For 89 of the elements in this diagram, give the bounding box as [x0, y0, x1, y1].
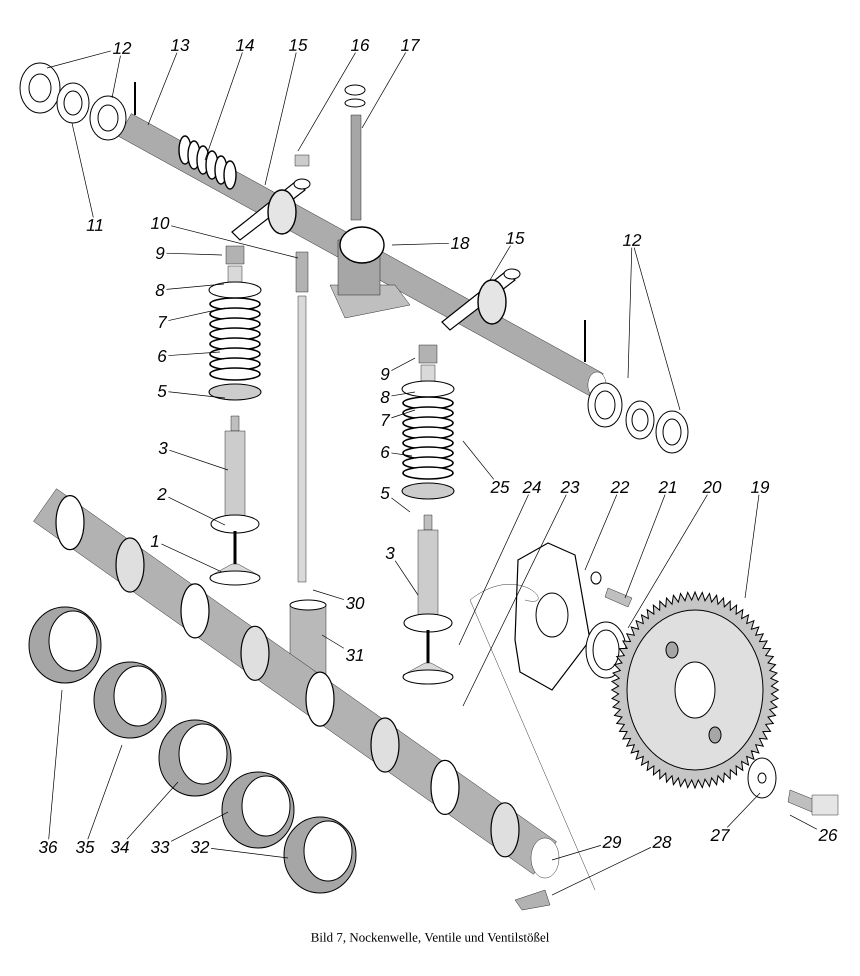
callout-number: 21: [658, 481, 676, 493]
leader-line: [391, 452, 412, 456]
leader-line: [362, 52, 406, 128]
callout-number: 29: [602, 836, 622, 848]
leader-line: [168, 391, 226, 398]
leader-line: [126, 782, 178, 840]
leader-line: [628, 247, 632, 378]
callout-number: 11: [86, 219, 102, 231]
callout-number: 17: [401, 39, 420, 51]
leader-line: [394, 560, 418, 596]
callout-number: 9: [156, 246, 164, 260]
callout-number: 23: [560, 480, 580, 494]
callout-number: 31: [346, 648, 364, 662]
leader-line: [552, 847, 652, 896]
leader-line: [87, 744, 122, 840]
callout-number: 36: [38, 840, 58, 854]
leader-line: [264, 52, 297, 186]
caption: Bild 7, Nockenwelle, Ventile und Ventilstößel: [311, 932, 550, 944]
callout-number: 34: [110, 840, 129, 854]
leader-line: [161, 544, 222, 572]
callout-number: 1: [150, 535, 158, 547]
callout-number: 7: [159, 316, 168, 328]
callout-number: 12: [112, 42, 132, 54]
callout-number: 9: [380, 368, 390, 380]
callout-number: 22: [610, 481, 630, 493]
leader-line: [298, 52, 356, 152]
leader-line: [166, 284, 224, 290]
leader-line: [312, 590, 344, 600]
callout-number: 6: [381, 446, 390, 458]
callout-number: 24: [522, 481, 541, 493]
callout-number: 13: [170, 38, 190, 52]
leader-line: [112, 55, 121, 98]
callout-number: 14: [236, 39, 254, 51]
callout-number: 3: [386, 546, 395, 560]
callout-number: 8: [380, 391, 390, 404]
callout-number: 12: [623, 234, 642, 246]
callout-number: 28: [652, 836, 672, 848]
callout-number: 16: [351, 38, 370, 52]
leader-line: [490, 245, 511, 280]
leader-line: [168, 308, 226, 321]
leader-line: [462, 494, 567, 706]
leader-line: [46, 50, 112, 68]
callout-number: 30: [346, 596, 364, 610]
leader-line: [726, 792, 760, 828]
leader-line: [391, 410, 416, 418]
callout-number: 5: [380, 487, 390, 499]
leader-line: [170, 812, 228, 842]
callout-number: 19: [751, 480, 770, 494]
leader-line: [744, 494, 760, 598]
leader-line: [584, 494, 618, 570]
callout-number: 15: [288, 39, 308, 51]
callout-number: 35: [76, 840, 94, 854]
leader-line: [210, 848, 288, 858]
leader-line: [628, 494, 708, 628]
leader-line: [170, 225, 298, 258]
leader-line: [166, 252, 222, 256]
leader-line: [48, 690, 62, 840]
leader-line: [552, 845, 602, 860]
callout-number: 10: [150, 216, 170, 230]
callout-number: 18: [451, 237, 470, 250]
leader-line: [391, 392, 416, 396]
callout-number: 25: [490, 480, 510, 494]
callout-number: 3: [158, 442, 168, 454]
leader-line: [634, 247, 680, 410]
leader-line: [790, 814, 818, 830]
leader-line: [148, 52, 178, 126]
leader-line: [168, 352, 220, 356]
callout-number: 2: [157, 488, 166, 500]
callout-number: 26: [818, 828, 838, 842]
callout-number: 15: [506, 232, 524, 244]
callout-number: 20: [702, 480, 722, 494]
callout-number: 27: [710, 829, 730, 841]
leader-line: [169, 450, 228, 470]
callout-number: 7: [382, 414, 390, 426]
leader-line: [462, 440, 494, 480]
callout-number: 6: [158, 350, 167, 362]
callout-number: 5: [158, 385, 167, 397]
callout-number: 33: [150, 840, 170, 854]
leader-line: [204, 52, 243, 160]
leader-line: [624, 494, 666, 598]
leader-line: [458, 494, 529, 646]
callout-number: 8: [156, 284, 165, 296]
leader-line: [168, 496, 226, 526]
leader-line: [391, 498, 410, 512]
leader-line: [322, 634, 344, 649]
leader-line: [72, 122, 94, 218]
leader-line: [392, 242, 450, 246]
callout-number: 32: [190, 840, 210, 854]
leader-line: [391, 358, 416, 371]
